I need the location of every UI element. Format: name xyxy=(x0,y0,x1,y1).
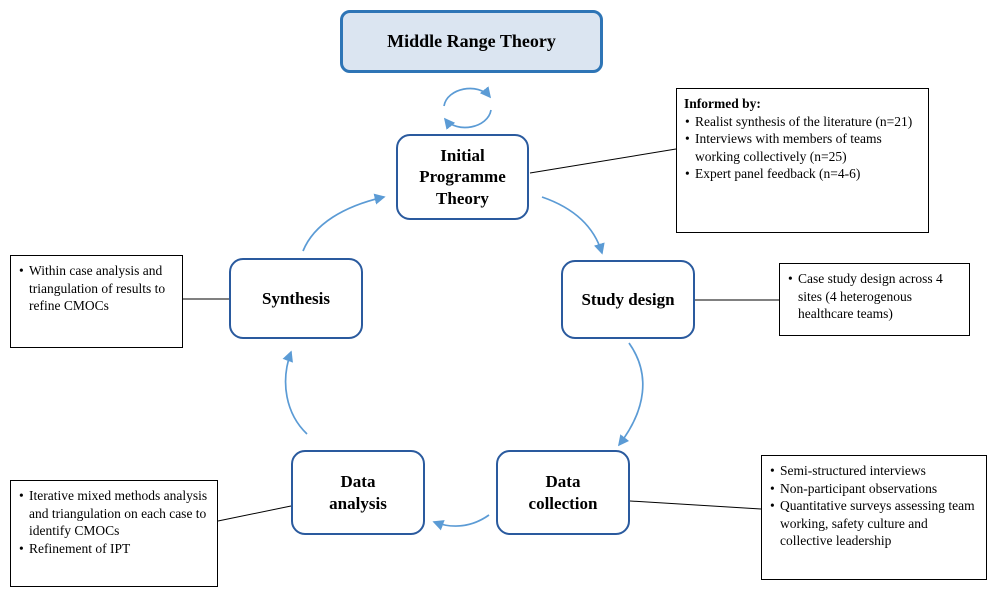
note-synthesis: Within case analysis and triangulation o… xyxy=(10,255,183,348)
cycle-arrow-bottom-icon xyxy=(443,109,492,130)
node-study-design: Study design xyxy=(561,260,695,339)
arrow-study-design-to-data-collection-icon xyxy=(617,342,644,447)
node-data-analysis: Data analysis xyxy=(291,450,425,535)
note-bullets: Iterative mixed methods analysis and tri… xyxy=(18,487,210,557)
node-synthesis: Synthesis xyxy=(229,258,363,339)
node-label: Middle Range Theory xyxy=(387,31,556,52)
bullet-item: Case study design across 4 sites (4 hete… xyxy=(787,270,962,323)
arrow-synthesis-to-ipt-icon xyxy=(302,193,386,252)
node-label: Study design xyxy=(581,289,675,309)
note-data-collection: Semi-structured interviewsNon-participan… xyxy=(761,455,987,580)
connector-data-collection-note xyxy=(629,500,762,510)
node-label: Synthesis xyxy=(261,288,331,308)
note-title: Informed by: xyxy=(684,96,761,111)
note-study-design: Case study design across 4 sites (4 hete… xyxy=(779,263,970,336)
bullet-item: Semi-structured interviews xyxy=(769,462,979,480)
note-bullets: Realist synthesis of the literature (n=2… xyxy=(684,113,921,183)
note-bullets: Case study design across 4 sites (4 hete… xyxy=(787,270,962,323)
cycle-arrow-top-icon xyxy=(443,86,492,107)
bullet-item: Refinement of IPT xyxy=(18,540,210,558)
node-initial-programme-theory: Initial Programme Theory xyxy=(396,134,529,220)
note-bullets: Within case analysis and triangulation o… xyxy=(18,262,175,315)
note-data-analysis: Iterative mixed methods analysis and tri… xyxy=(10,480,218,587)
bullet-item: Expert panel feedback (n=4-6) xyxy=(684,165,921,183)
note-bullets: Semi-structured interviewsNon-participan… xyxy=(769,462,979,550)
node-label: Data collection xyxy=(528,472,598,513)
arrow-ipt-to-study-design-icon xyxy=(541,196,605,255)
connector-data-analysis-note xyxy=(217,505,292,522)
bullet-item: Realist synthesis of the literature (n=2… xyxy=(684,113,921,131)
node-middle-range-theory: Middle Range Theory xyxy=(340,10,603,73)
bullet-item: Within case analysis and triangulation o… xyxy=(18,262,175,315)
bullet-item: Non-participant observations xyxy=(769,480,979,498)
note-informed-by: Informed by: Realist synthesis of the li… xyxy=(676,88,929,233)
connector-ipt-informed-by xyxy=(529,148,677,174)
node-label: Data analysis xyxy=(329,472,387,513)
arrow-data-analysis-to-synthesis-icon xyxy=(282,350,308,435)
bullet-item: Quantitative surveys assessing team work… xyxy=(769,497,979,550)
node-data-collection: Data collection xyxy=(496,450,630,535)
arrow-data-collection-to-data-analysis-icon xyxy=(432,514,490,531)
node-label: Initial Programme Theory xyxy=(419,146,506,208)
bullet-item: Iterative mixed methods analysis and tri… xyxy=(18,487,210,540)
bullet-item: Interviews with members of teams working… xyxy=(684,130,921,165)
